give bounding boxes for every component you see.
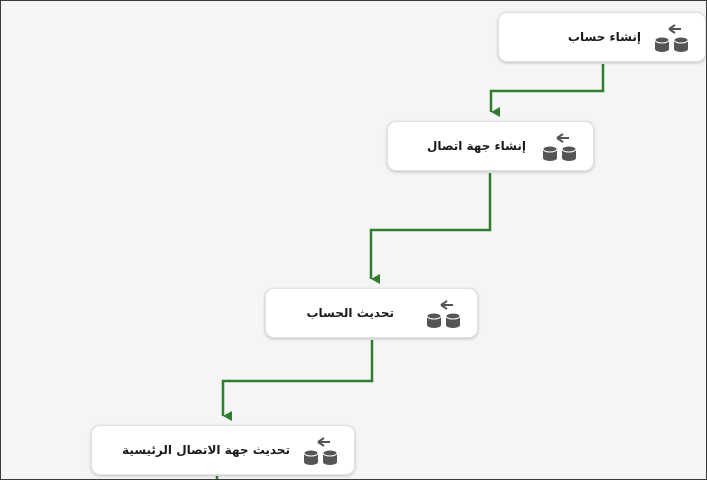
precedence-connector[interactable] [221,340,374,421]
data-flow-task-icon [426,300,461,328]
data-flow-task-icon [303,437,338,465]
data-flow-task-icon [542,133,577,161]
precedence-connector[interactable] [489,64,605,117]
data-flow-task-icon [654,24,689,52]
data-flow-task-create-account[interactable]: إنشاء حساب [498,12,706,62]
task-label: إنشاء جهة اتصال [426,139,526,153]
task-label: تحديث جهة الاتصال الرئيسية [122,443,290,457]
data-flow-task-update-account[interactable]: تحديث الحساب [265,288,478,338]
task-label: إنشاء حساب [567,30,641,44]
data-flow-task-create-contact[interactable]: إنشاء جهة اتصال [387,121,594,171]
data-flow-task-update-primary-contact[interactable]: تحديث جهة الاتصال الرئيسية [91,425,355,475]
task-label: تحديث الحساب [306,306,394,320]
precedence-connector[interactable] [369,173,492,284]
